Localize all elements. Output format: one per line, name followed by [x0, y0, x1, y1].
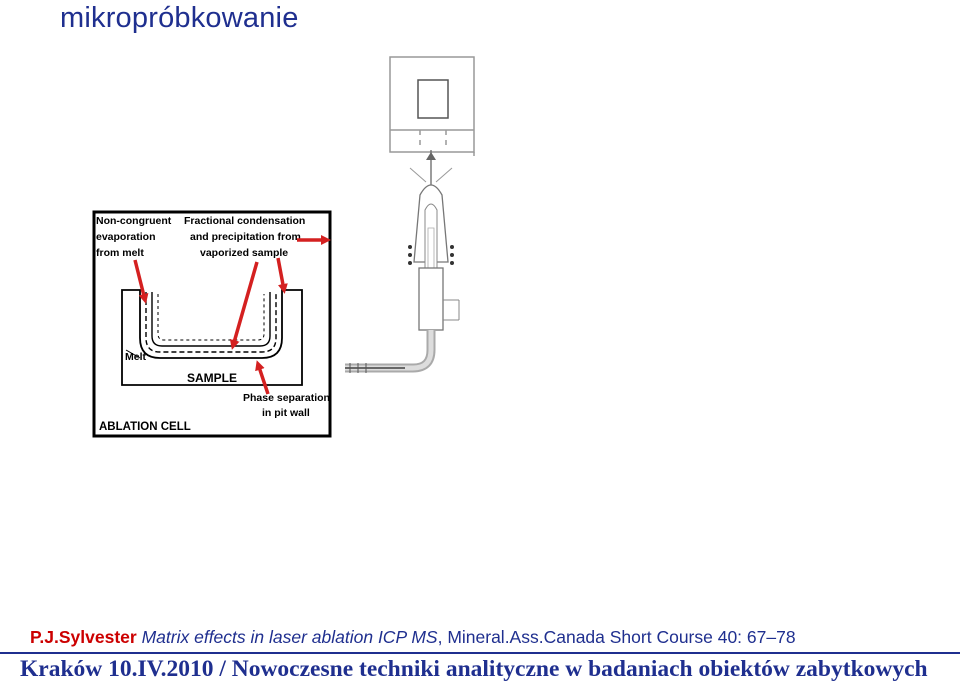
- label-fractional-2: and precipitation from: [190, 231, 301, 243]
- plasma-torch: [408, 150, 460, 331]
- citation-title: Matrix effects in laser ablation ICP MS: [141, 627, 438, 647]
- label-noncongruent-2: evaporation: [96, 231, 156, 243]
- footer-divider: [0, 652, 960, 654]
- transfer-tube: [345, 330, 436, 373]
- arrow-evaporation: [133, 259, 149, 304]
- arrow-condensation-wall: [276, 257, 288, 294]
- label-noncongruent-1: Non-congruent: [96, 215, 172, 227]
- slide-title: mikropróbkowanie: [60, 2, 299, 34]
- label-phase-1: Phase separation: [243, 392, 330, 404]
- citation-source: , Mineral.Ass.Canada Short Course 40: 67…: [437, 627, 796, 647]
- footer-text: Kraków 10.IV.2010 / Nowoczesne techniki …: [20, 656, 928, 682]
- ablation-diagram: Non-congruent evaporation from melt Frac…: [92, 56, 475, 438]
- icp-ms-instrument: [389, 56, 475, 156]
- label-ablation-cell: ABLATION CELL: [99, 421, 191, 433]
- label-melt: Melt: [125, 351, 147, 363]
- ablation-cell: Non-congruent evaporation from melt Frac…: [92, 210, 332, 438]
- label-sample: SAMPLE: [187, 371, 237, 385]
- citation: P.J.Sylvester Matrix effects in laser ab…: [30, 627, 796, 648]
- arrow-phase-separation: [255, 360, 270, 395]
- arrow-condensation: [229, 261, 259, 350]
- label-fractional-3: vaporized sample: [200, 247, 288, 259]
- label-phase-2: in pit wall: [262, 407, 310, 419]
- label-noncongruent-3: from melt: [96, 247, 144, 259]
- red-arrows: [133, 235, 331, 395]
- citation-author: P.J.Sylvester: [30, 627, 137, 647]
- label-fractional-1: Fractional condensation: [184, 215, 305, 227]
